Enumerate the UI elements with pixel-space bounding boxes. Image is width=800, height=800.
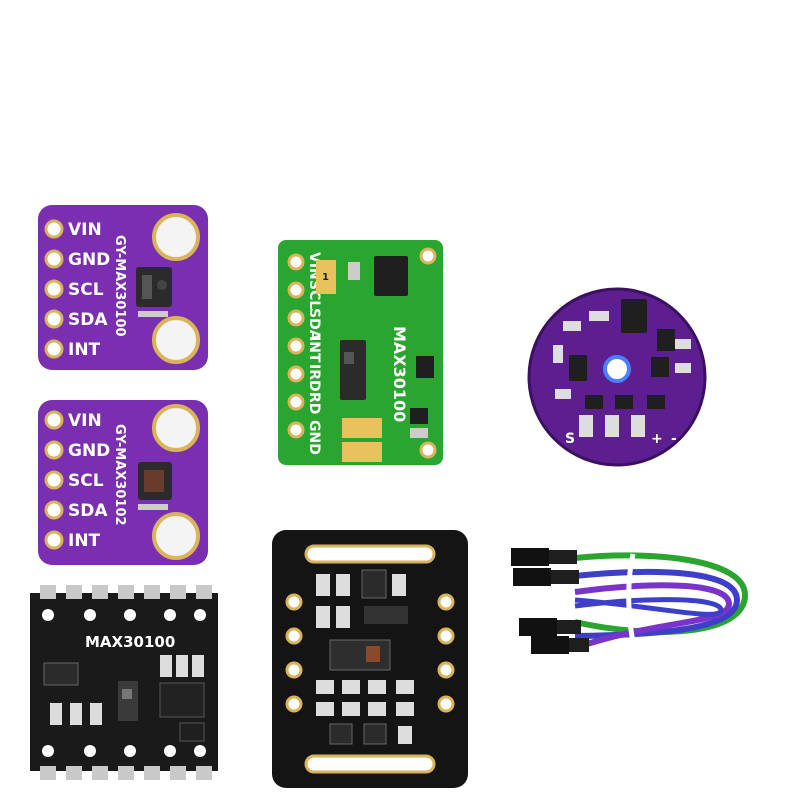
round-pulse-sensor-board: S + - xyxy=(527,287,707,467)
sensor-chip xyxy=(329,639,391,671)
pad-label-s: S xyxy=(565,431,575,447)
tantalum-capacitor xyxy=(316,260,336,294)
dupont-connector xyxy=(511,548,589,654)
sensor-chip xyxy=(136,267,172,307)
tantalum-capacitor xyxy=(342,442,382,462)
purple-board-max30102: VIN GND SCL SDA INT GY-MAX30102 xyxy=(38,400,208,565)
pin-label-vin: VIN xyxy=(68,411,102,431)
pin-label-scl: SCL xyxy=(68,471,104,491)
led-icon xyxy=(603,355,631,383)
pin-label-sda: SDA xyxy=(68,310,108,330)
black-board-slotted xyxy=(272,530,468,788)
sensor-chip xyxy=(340,340,366,400)
pin-row xyxy=(44,219,64,359)
pin-label-int: INT xyxy=(306,336,322,363)
tantalum-capacitor xyxy=(342,418,382,438)
pin-label-sda: SDA xyxy=(306,308,322,341)
capacitor-marking: 1 xyxy=(322,272,329,283)
green-board-max30100: VIN SCL SDA INT IRD RD GND 1 MAX30100 xyxy=(278,240,443,465)
pin-label-rd: RD xyxy=(306,392,322,414)
board-name: GY-MAX30100 xyxy=(112,235,127,337)
mounting-hole xyxy=(419,441,437,459)
pin-label-gnd: GND xyxy=(68,441,110,461)
mounting-hole xyxy=(419,247,437,265)
pin-label-gnd: GND xyxy=(68,250,110,270)
mounting-hole xyxy=(152,316,200,364)
edge-castellations xyxy=(40,585,212,780)
strap-slot xyxy=(304,544,436,564)
pin-label-scl: SCL xyxy=(68,280,104,300)
pad-label-plus: + xyxy=(651,431,663,447)
pin-row xyxy=(44,410,64,550)
board-name: MAX30100 xyxy=(390,326,409,422)
pin-label-int: INT xyxy=(68,531,101,551)
sensor-chip xyxy=(118,681,138,721)
pin-label-int: INT xyxy=(68,340,101,360)
pin-label-ird: IRD xyxy=(306,364,322,392)
board-name: GY-MAX30102 xyxy=(112,424,127,526)
regulator-chip xyxy=(374,256,408,296)
mounting-hole xyxy=(152,404,200,452)
jumper-wire-bundle xyxy=(511,548,749,654)
pin-label-gnd: GND xyxy=(306,420,322,455)
mounting-hole xyxy=(152,213,200,261)
pin-label-vin: VIN xyxy=(68,220,102,240)
pin-column xyxy=(287,253,305,439)
board-name: MAX30100 xyxy=(85,633,175,651)
mounting-hole xyxy=(152,512,200,560)
black-board-max30100: MAX30100 xyxy=(30,585,218,780)
strap-slot xyxy=(304,754,436,774)
pad-label-minus: - xyxy=(671,431,677,447)
sensor-chip xyxy=(621,299,647,333)
pin-label-sda: SDA xyxy=(68,501,108,521)
purple-board-max30100: VIN GND SCL SDA INT GY-MAX30100 xyxy=(38,205,208,370)
